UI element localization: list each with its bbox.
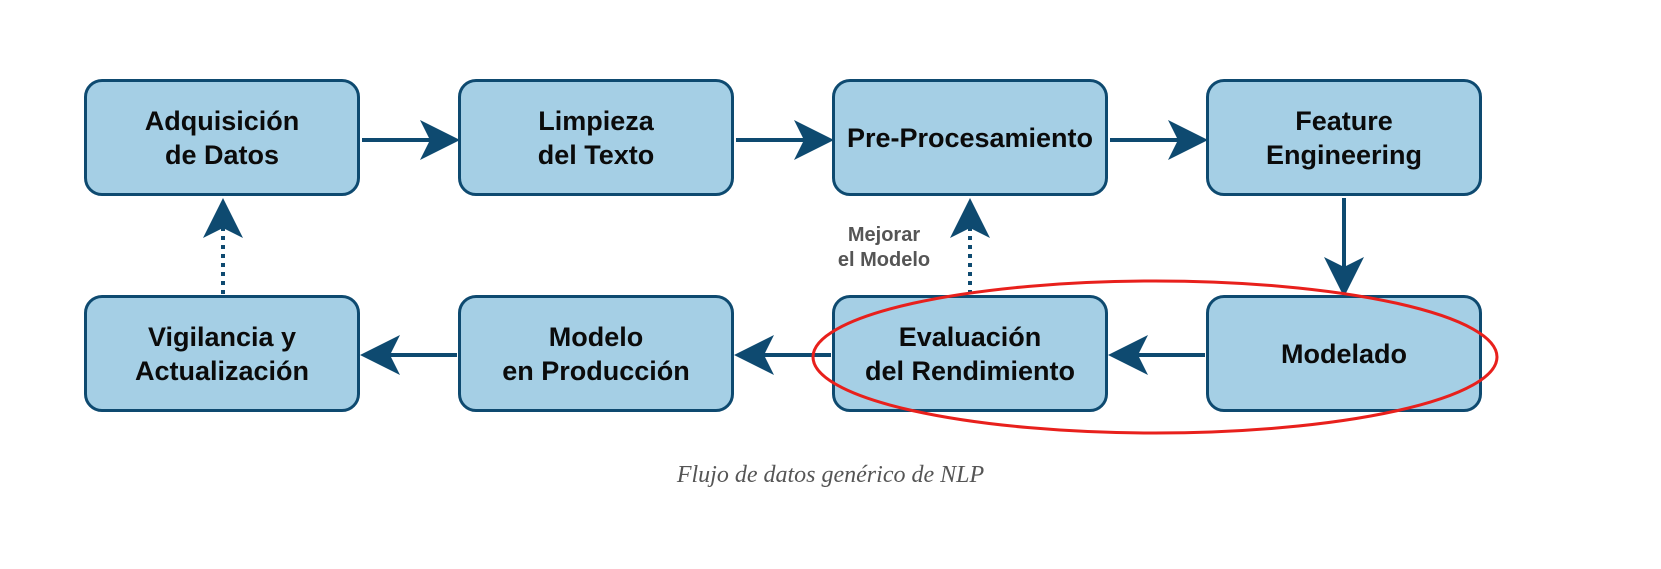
node-limpieza-del-texto: Limpieza del Texto [458, 79, 734, 196]
node-modelado: Modelado [1206, 295, 1482, 412]
node-modelo-en-produccion: Modelo en Producción [458, 295, 734, 412]
annotation-mejorar-el-modelo: Mejorar el Modelo [837, 224, 931, 271]
node-vigilancia-y-actualizacion: Vigilancia y Actualización [84, 295, 360, 412]
node-pre-procesamiento: Pre-Procesamiento [832, 79, 1108, 196]
node-adquisicion-de-datos: Adquisición de Datos [84, 79, 360, 196]
node-evaluacion-del-rendimiento: Evaluación del Rendimiento [832, 295, 1108, 412]
figure-caption: Flujo de datos genérico de NLP [676, 462, 985, 488]
node-feature-engineering: Feature Engineering [1206, 79, 1482, 196]
